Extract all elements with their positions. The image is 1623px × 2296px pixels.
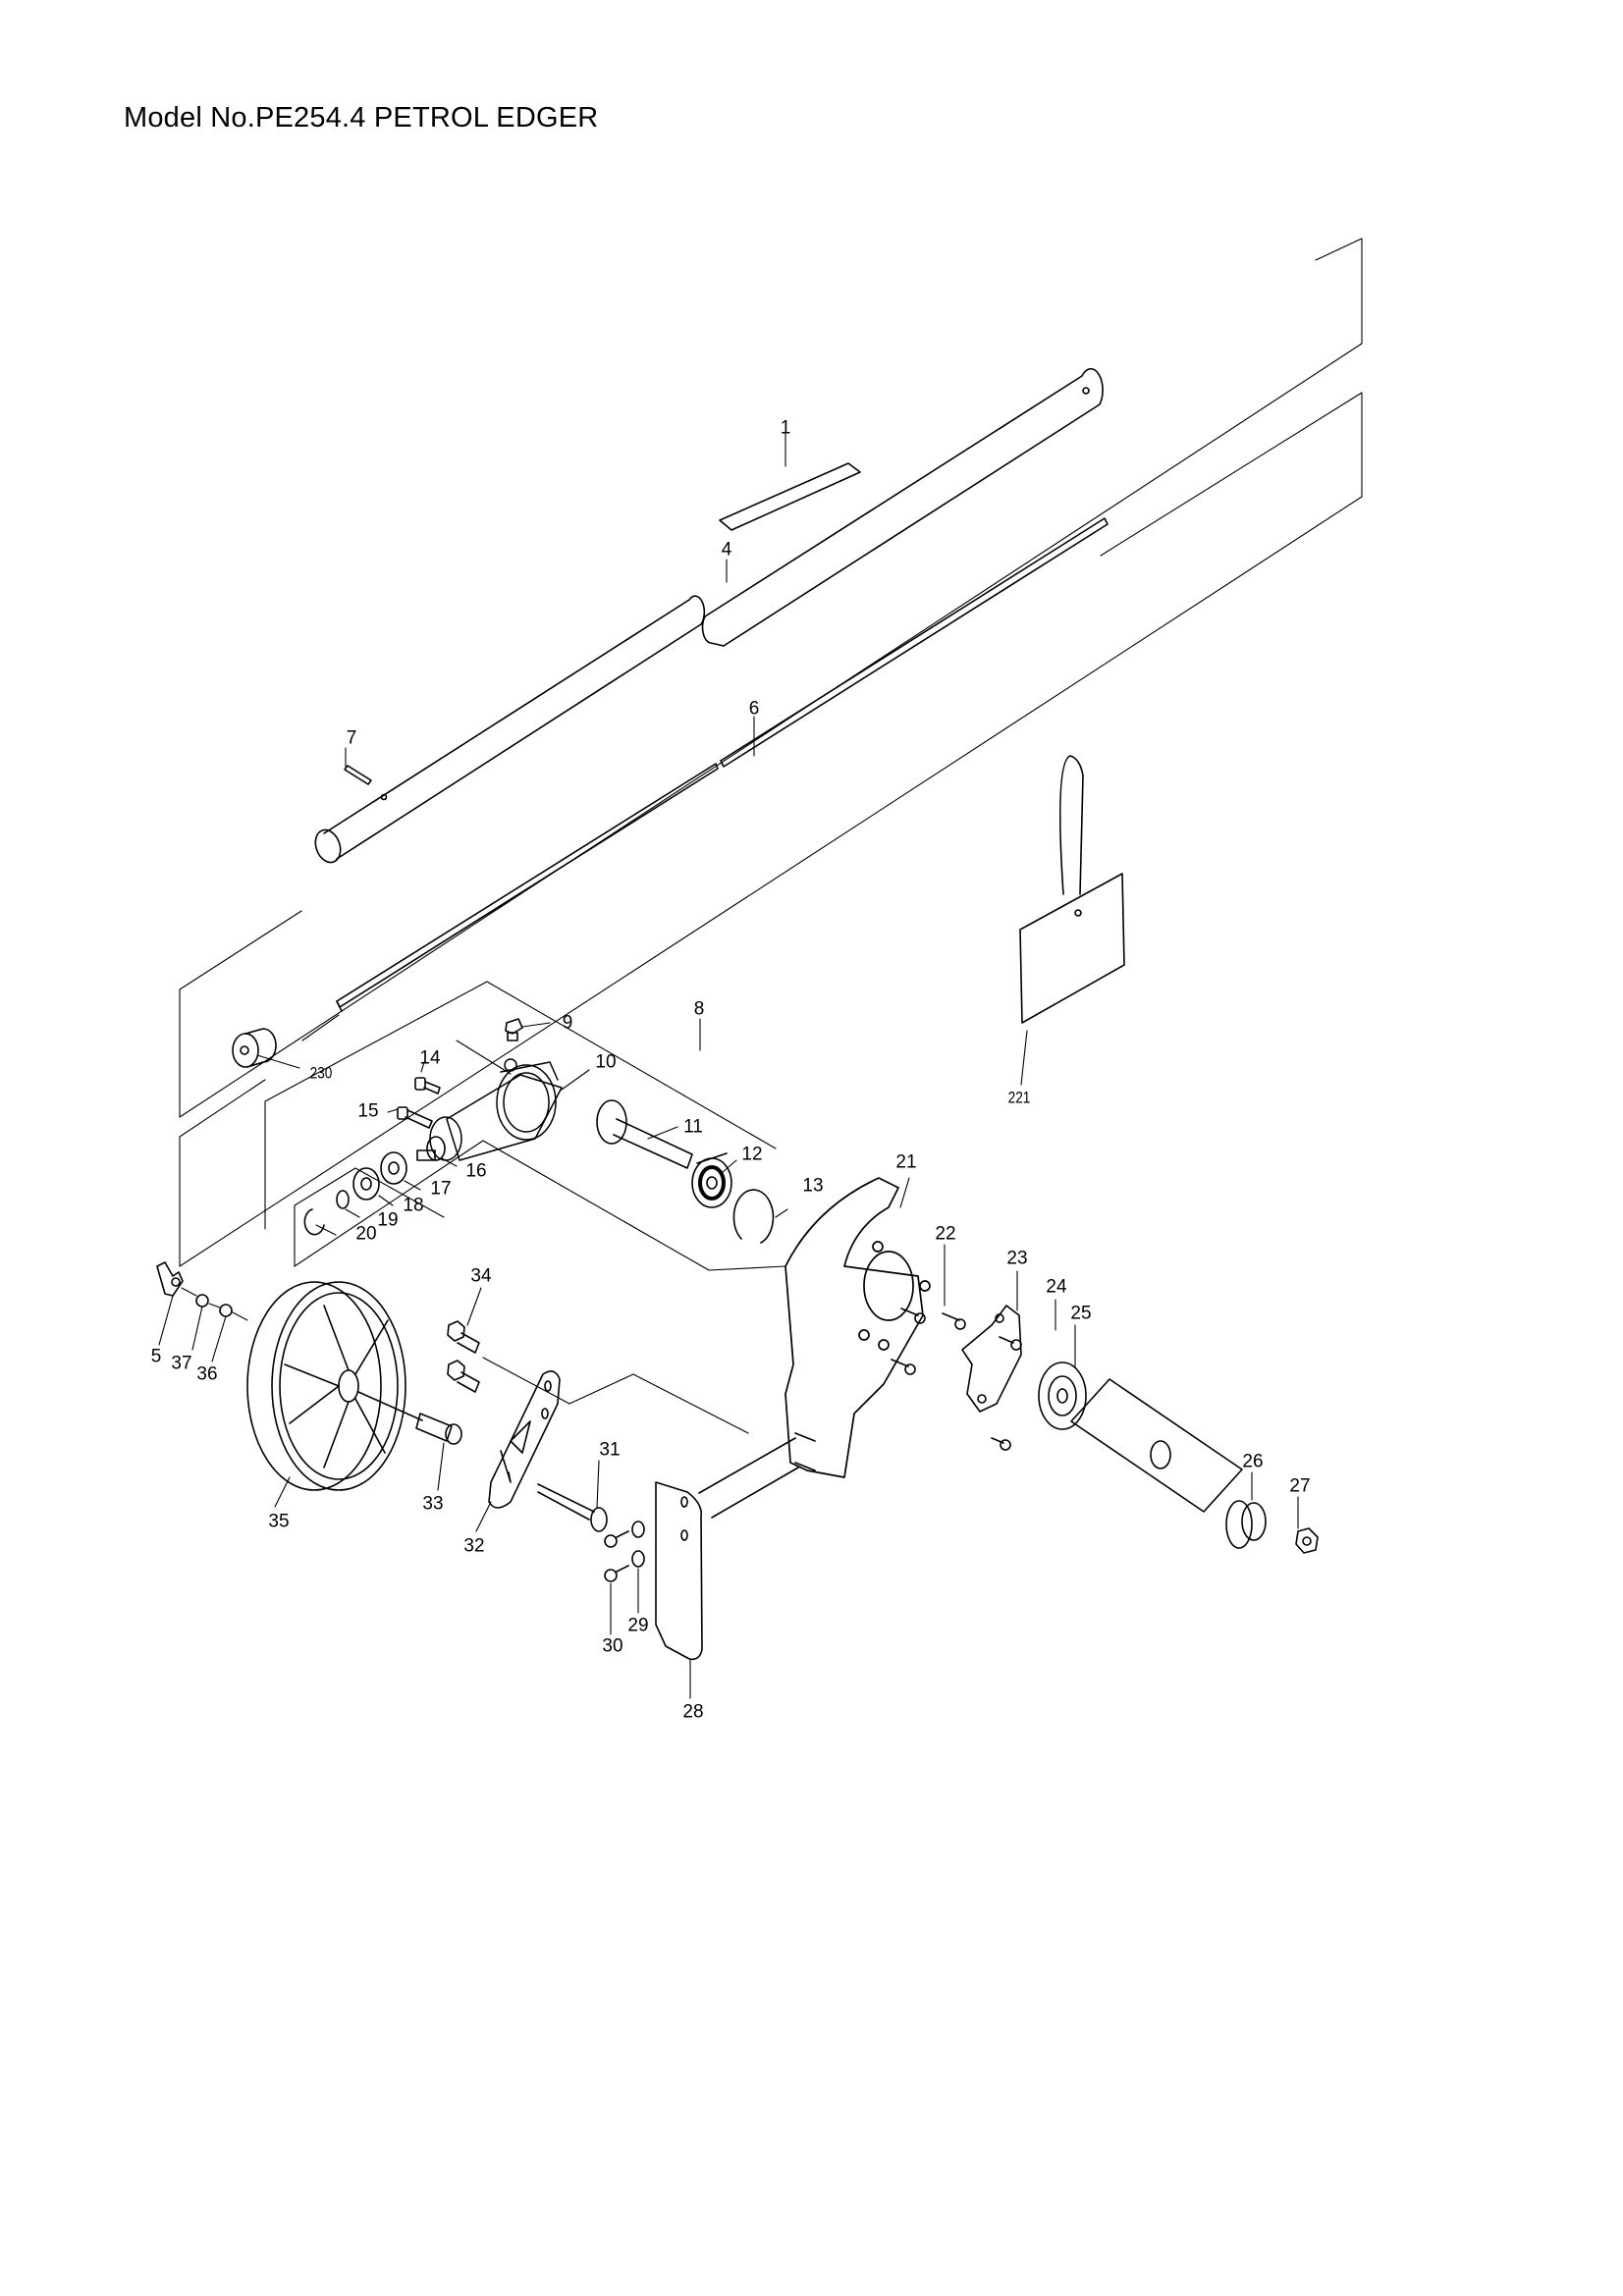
part-label-221: 221: [1007, 1088, 1031, 1107]
part-label-17: 17: [430, 1178, 452, 1200]
part-label-13: 13: [802, 1175, 824, 1197]
bolts-14-15: [397, 1077, 441, 1129]
part-label-24: 24: [1046, 1276, 1067, 1298]
part-label-31: 31: [599, 1439, 621, 1461]
clamp-washer-part: [1225, 1500, 1267, 1549]
rings-19-20: [303, 1190, 350, 1236]
part-label-27: 27: [1289, 1475, 1311, 1497]
part-label-22: 22: [935, 1223, 956, 1245]
part-label-9: 9: [562, 1012, 573, 1034]
cushion-part: [232, 1028, 277, 1068]
part-label-18: 18: [403, 1195, 424, 1216]
spindle-part: [596, 1099, 693, 1169]
part-label-19: 19: [377, 1209, 399, 1231]
frame-lines: [179, 238, 1363, 1267]
retaining-ring-13: [732, 1189, 775, 1244]
part-label-8: 8: [693, 998, 705, 1020]
part-label-20: 20: [355, 1223, 377, 1245]
part-label-15: 15: [357, 1100, 379, 1122]
wing-nut-part: [156, 1261, 184, 1297]
part-label-4: 4: [721, 539, 732, 561]
part-label-21: 21: [895, 1151, 917, 1173]
gear-case-part: [429, 1058, 563, 1161]
wheel-bracket-part: [488, 1370, 561, 1509]
part-label-7: 7: [346, 727, 357, 749]
part-label-25: 25: [1070, 1303, 1092, 1324]
guard-plate-part: [891, 1305, 1022, 1451]
blade-guard-part: [784, 1177, 931, 1478]
part-label-11: 11: [683, 1116, 703, 1138]
gear-assembly-bracket: [264, 981, 786, 1271]
collar-part: [415, 1413, 462, 1445]
part-label-30: 30: [602, 1635, 623, 1657]
part-label-230: 230: [309, 1063, 333, 1083]
leader-lines: [158, 433, 1299, 1699]
part-label-26: 26: [1242, 1451, 1264, 1472]
part-label-5: 5: [150, 1346, 162, 1367]
ball-bearing-part: [691, 1152, 732, 1208]
part-label-29: 29: [627, 1615, 649, 1636]
part-label-28: 28: [682, 1701, 704, 1723]
wheel-part: [246, 1281, 423, 1491]
nut-part: [1295, 1527, 1319, 1554]
part-label-12: 12: [741, 1144, 763, 1165]
part-label-16: 16: [465, 1160, 487, 1182]
part-label-36: 36: [196, 1363, 218, 1385]
grease-bolt-part: [505, 1018, 523, 1041]
washers-36-37: [181, 1287, 248, 1321]
part-label-35: 35: [268, 1511, 290, 1532]
part-label-23: 23: [1006, 1248, 1028, 1269]
part-label-14: 14: [419, 1047, 441, 1069]
part-label-10: 10: [595, 1051, 617, 1073]
pin-part: [344, 765, 372, 785]
blade-holder-part: [1038, 1362, 1087, 1430]
carriage-bolt-part: [537, 1483, 608, 1532]
page-title: Model No.PE254.4 PETROL EDGER: [124, 102, 599, 133]
outer-tube-part: [314, 367, 1104, 864]
pinion-gear-part: [416, 1136, 446, 1161]
hex-bolts-34: [447, 1320, 749, 1434]
part-label-37: 37: [171, 1353, 192, 1374]
part-label-1: 1: [780, 417, 791, 439]
part-label-32: 32: [463, 1535, 485, 1557]
edger-blade-part: [1070, 1378, 1243, 1513]
label-strip-part: [719, 462, 861, 531]
hang-tag-part: [1019, 755, 1125, 1024]
bearings-17-18: [352, 1151, 407, 1201]
part-label-33: 33: [422, 1493, 444, 1515]
part-label-34: 34: [470, 1265, 492, 1287]
part-label-6: 6: [748, 698, 760, 720]
drive-shaft-part: [336, 517, 1109, 1012]
